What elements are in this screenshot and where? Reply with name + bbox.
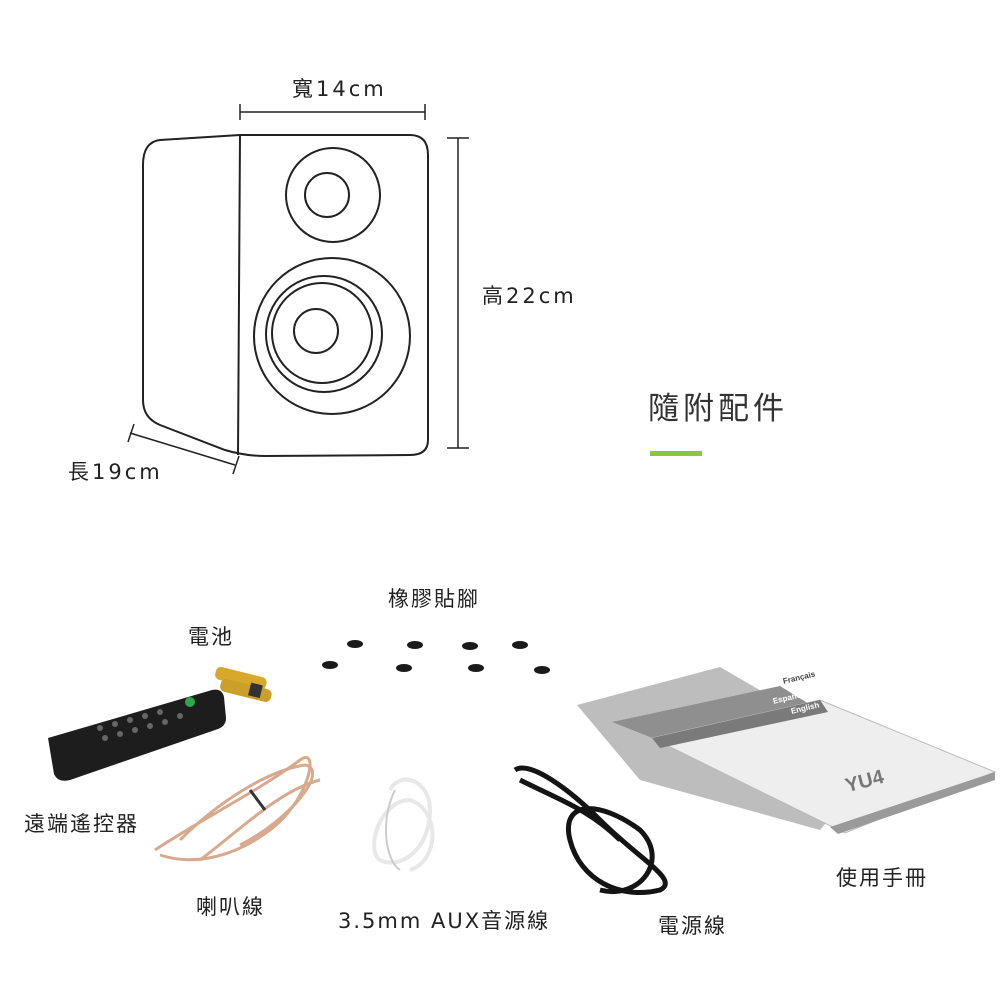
power-cord-label: 電源線 — [658, 914, 727, 938]
rubber-feet-image — [322, 640, 550, 674]
dimension-lines — [127, 104, 469, 475]
speaker-wire-image — [154, 756, 321, 862]
remote-image — [48, 689, 226, 781]
speaker-drawing — [142, 134, 429, 458]
height-label: 高22cm — [482, 284, 577, 308]
manual-label: 使用手冊 — [836, 866, 928, 890]
power-cord-image — [513, 765, 668, 896]
accent-bar — [650, 451, 702, 456]
remote-label: 遠端遙控器 — [24, 812, 139, 836]
section-title: 隨附配件 — [648, 391, 788, 427]
speaker-wire-label: 喇叭線 — [196, 895, 265, 919]
aux-cable-label: 3.5mm AUX音源線 — [338, 909, 551, 933]
battery-label: 電池 — [188, 625, 234, 649]
aux-cable-image — [372, 777, 435, 872]
manual-image — [577, 667, 997, 834]
width-label: 寬14cm — [292, 77, 387, 101]
length-label: 長19cm — [68, 460, 163, 484]
battery-image — [215, 666, 272, 703]
rubber-feet-label: 橡膠貼腳 — [388, 587, 480, 611]
